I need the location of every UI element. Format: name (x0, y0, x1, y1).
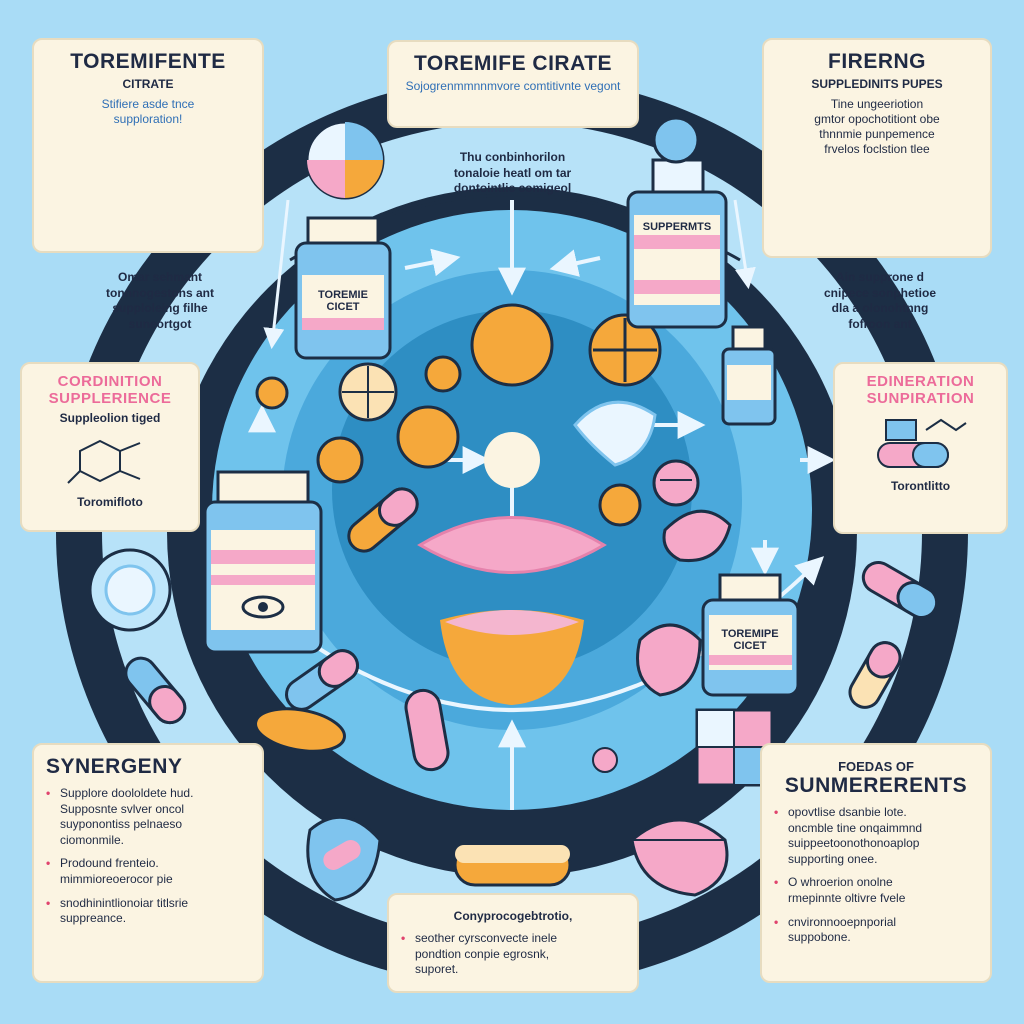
card-mid-right: EDINERATION SUNPIRATION Torontlitto (833, 362, 1008, 534)
card-caption: Toromifloto (77, 495, 143, 509)
plate-icon (630, 818, 729, 897)
tablet-icon (470, 303, 554, 387)
card-bullet-list: Supplore doololdete hud. Supposnte svlve… (46, 786, 250, 927)
list-item: opovtlise dsanbie lote. oncmble tine onq… (774, 805, 978, 867)
side-text-left: Omar sehmant tonnnogestons ant supplolei… (106, 270, 214, 331)
pill-capsule-icon (848, 641, 902, 709)
card-title: TOREMIFE CIRATE (413, 52, 613, 75)
card-title-small: FOEDAS OF (838, 759, 914, 774)
bottle-icon (626, 116, 728, 329)
card-title: CORDINITION SUPPLERIENCE (48, 373, 172, 407)
center-hub (484, 432, 540, 488)
arrow-icon (263, 199, 290, 350)
card-top-center: TOREMIFE CIRATE Sojogrenmmnnmvore comtit… (387, 40, 639, 128)
tablet-icon (592, 747, 618, 773)
card-heading: Conyprocogebtrotio, (453, 909, 573, 923)
tablet-icon (598, 483, 642, 527)
bottle-icon (203, 470, 323, 654)
cloud-shape (573, 400, 657, 467)
pill-capsule-icon (124, 656, 187, 725)
card-top-right: FIRERNG SUPPLEDINITS PUPES Tine ungeerio… (762, 38, 992, 258)
center-lens-shape (417, 516, 607, 574)
card-title: EDINERATION SUNPIRATION (866, 373, 975, 407)
molecule-icon (876, 418, 967, 468)
arrow-icon (404, 248, 461, 277)
pill-capsule-icon (347, 487, 419, 553)
list-item: Prodound frenteio. mimmioreoerocor pie (46, 856, 250, 887)
tablet-icon (662, 509, 732, 563)
list-item: O whroerion onolne rmepinnte oltivre fve… (774, 875, 978, 906)
card-caption: Torontlitto (890, 479, 951, 493)
pill-capsule-icon (404, 688, 450, 772)
list-item: cnvironnooepnporial suppobone. (774, 915, 978, 946)
bottle-icon (294, 216, 392, 360)
card-body: Tine ungeeriotion gmtor opochotitiont ob… (814, 97, 940, 157)
center-bowl (440, 610, 584, 705)
card-bullet-list: opovtlise dsanbie lote. oncmble tine onq… (774, 805, 978, 946)
arrow-icon (549, 249, 601, 277)
list-item: seother cyrsconvecte inele pondtion conp… (401, 931, 625, 978)
side-text-right: Ain supprone d cnipece sonphetioe dla a … (823, 270, 937, 331)
tablet-icon (652, 459, 700, 507)
card-bullet-list: seother cyrsconvecte inele pondtion conp… (401, 931, 625, 978)
card-body: Stifiere asde tnce supploration! (101, 97, 195, 127)
pill-capsule-icon (861, 561, 939, 619)
card-bottom-right: FOEDAS OF SUNMERERENTS opovtlise dsanbie… (760, 743, 992, 983)
arrow-icon (733, 199, 756, 290)
pill-capsule-icon (285, 649, 359, 711)
card-subtitle: CITRATE (122, 77, 174, 92)
card-title: TOREMIFENTE (70, 50, 226, 73)
card-subtitle: SUPPLEDINITS PUPES (811, 77, 943, 92)
card-mid-left: CORDINITION SUPPLERIENCE Suppleolion tig… (20, 362, 200, 532)
card-bottom-center: Conyprocogebtrotio, seother cyrsconvecte… (387, 893, 639, 993)
tablet-icon (636, 623, 702, 697)
tablet-icon (424, 355, 462, 393)
card-title: FIRERNG (828, 50, 926, 73)
card-top-left: TOREMIFENTE CITRATE Stifiere asde tnce s… (32, 38, 264, 253)
card-subtitle: Suppleolion tiged (59, 411, 161, 425)
tablet-icon (316, 436, 364, 484)
bottle-icon (721, 325, 777, 426)
bottle-icon (701, 573, 800, 697)
center-bowl-top (445, 610, 579, 635)
tablet-icon (255, 376, 289, 410)
card-title: SYNERGENY (46, 755, 183, 778)
list-item: snodhinintlionoiar titlsrie suppreance. (46, 896, 250, 927)
list-item: Supplore doololdete hud. Supposnte svlve… (46, 786, 250, 848)
eye-icon (241, 595, 285, 619)
side-text-top-center: Thu conbinhorilon tonaloie heatl om tar … (453, 150, 572, 196)
tablet-icon (396, 405, 460, 469)
molecule-icon (67, 439, 141, 484)
card-title: SUNMERERENTS (784, 774, 968, 797)
bottle-label: SUPPERMTS (643, 221, 711, 233)
card-subtitle: Sojogrenmmnnmvore comtitivnte vegont (405, 79, 621, 94)
card-bottom-left: SYNERGENY Supplore doololdete hud. Suppo… (32, 743, 264, 983)
